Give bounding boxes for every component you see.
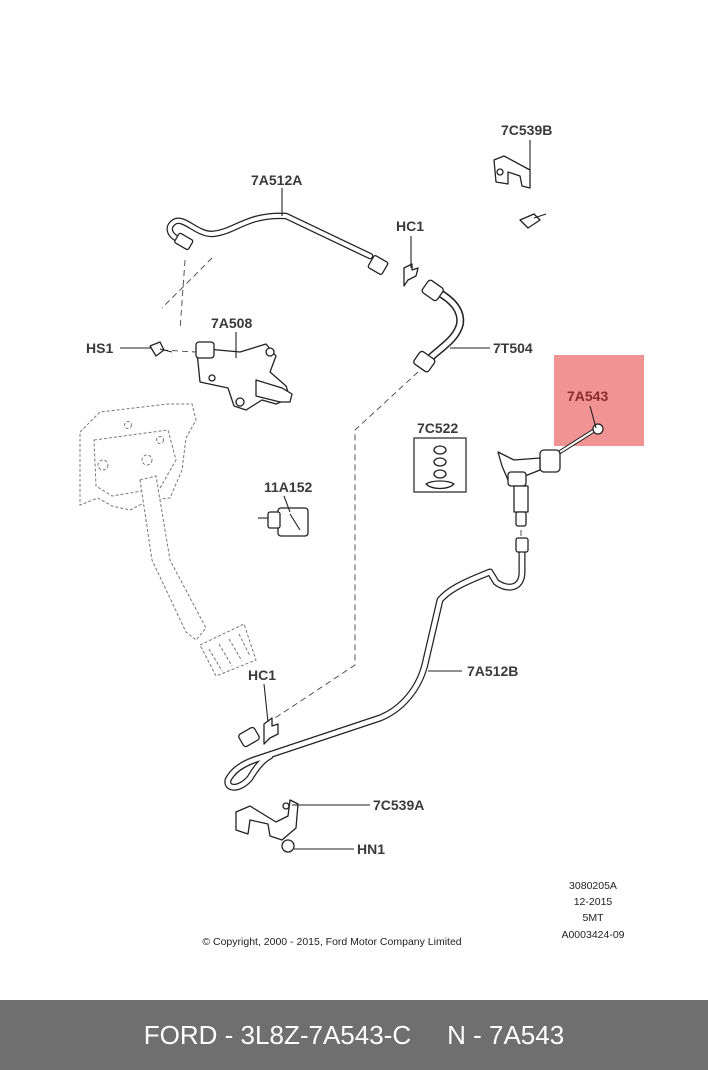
copyright: © Copyright, 2000 - 2015, Ford Motor Com… — [202, 936, 461, 948]
info-code: 3080205A — [569, 880, 617, 892]
label-7t504: 7T504 — [493, 340, 533, 356]
info-date: 12-2015 — [574, 896, 613, 908]
footer-bar: FORD - 3L8Z-7A543-C N - 7A543 — [0, 1000, 708, 1070]
bracket-7c539b — [493, 155, 547, 229]
master-cylinder-7a508 — [195, 341, 293, 411]
label-hn1: HN1 — [357, 841, 385, 857]
seal-kit-7c522 — [413, 437, 467, 493]
clip-hc1-top — [403, 263, 419, 287]
label-7c539a: 7C539A — [373, 797, 424, 813]
info-ref: A0003424-09 — [561, 929, 624, 941]
label-7a543: 7A543 — [567, 388, 608, 404]
pedal-bracket — [79, 403, 197, 511]
label-7a508: 7A508 — [211, 315, 252, 331]
hose-7t504 — [413, 279, 465, 373]
label-11a152: 11A152 — [264, 479, 312, 495]
footer-part-number: FORD - 3L8Z-7A543-C — [143, 1019, 412, 1050]
bolt-hs1 — [149, 341, 173, 357]
footer-reference: N - 7A543 — [447, 1019, 565, 1050]
tube-7a512a — [166, 212, 389, 275]
label-7a512a: 7A512A — [251, 172, 302, 188]
label-hc1-top: HC1 — [396, 218, 424, 234]
parts-diagram: 7C539B 7A512A HC1 7A508 HS1 7T504 7A543 … — [79, 122, 644, 948]
info-trans: 5MT — [583, 912, 605, 924]
label-7c539b: 7C539B — [501, 122, 552, 138]
label-hc1-bottom: HC1 — [248, 667, 276, 683]
label-7c522: 7C522 — [417, 420, 458, 436]
tube-7a512b — [224, 537, 529, 791]
label-7a512b: 7A512B — [467, 663, 518, 679]
clutch-pedal — [139, 475, 257, 677]
clip-hc1-bottom — [263, 717, 279, 745]
switch-11a152 — [258, 507, 309, 537]
nut-hn1 — [281, 839, 295, 853]
bracket-7c539a — [235, 799, 299, 841]
label-hs1: HS1 — [86, 340, 113, 356]
slave-cylinder-7a543 — [497, 423, 604, 527]
